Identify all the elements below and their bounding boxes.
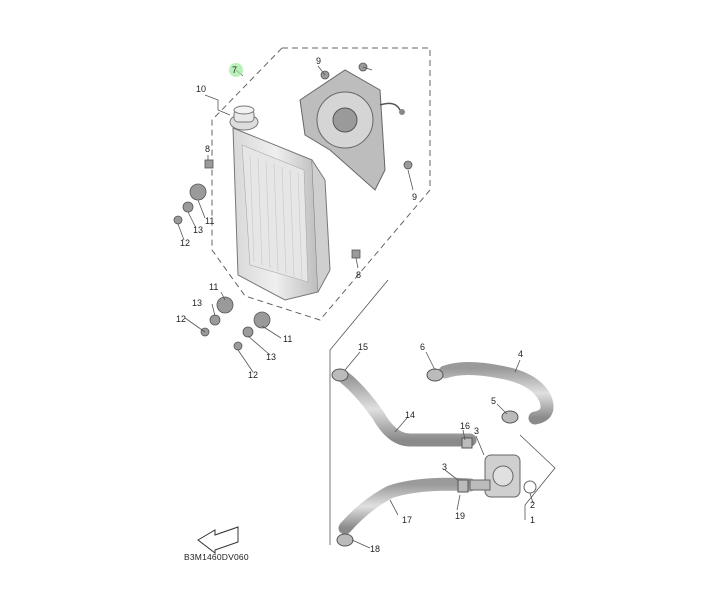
assembly-boundary: [211, 47, 431, 321]
callout-13b: 13: [192, 298, 202, 308]
callout-6: 6: [420, 342, 425, 352]
callout-19: 19: [455, 511, 465, 521]
callout-9a: 9: [316, 56, 321, 66]
callout-11c: 11: [283, 334, 292, 344]
callout-14: 14: [405, 410, 415, 420]
callout-15: 15: [358, 342, 368, 352]
thermostat-icon: [469, 454, 537, 498]
callout-12a: 12: [180, 238, 190, 248]
callout-8a: 8: [205, 144, 210, 154]
callout-11b: 11: [209, 282, 218, 292]
callout-17: 17: [402, 515, 412, 525]
callout-2: 2: [530, 500, 535, 510]
callout-5: 5: [491, 396, 496, 406]
hose-lower: [338, 477, 477, 535]
callout-12c: 12: [248, 370, 258, 380]
callout-11a: 11: [205, 216, 214, 226]
callout-13c: 13: [266, 352, 276, 362]
radiator-icon: [229, 105, 331, 301]
callout-9b: 9: [412, 192, 417, 202]
highlight-marker: [229, 63, 243, 77]
front-arrow-icon: [197, 526, 239, 555]
callout-1: 1: [530, 515, 535, 525]
leader-lines: [177, 65, 556, 549]
callout-16: 16: [460, 421, 470, 431]
callout-10: 10: [196, 84, 206, 94]
callout-4: 4: [518, 349, 523, 359]
callout-7: 7: [232, 65, 237, 75]
clamp-icon: [331, 368, 519, 547]
callout-13a: 13: [193, 225, 203, 235]
hose-upper: [438, 362, 554, 425]
drawing-code: B3M1460DV060: [184, 552, 249, 562]
callout-3a: 3: [474, 426, 479, 436]
callout-labels: 1 2 3 3 4 5 6 7 8 8 9 9 10 11 11 11 12 1…: [176, 56, 535, 554]
callout-18: 18: [370, 544, 380, 554]
callout-3b: 3: [442, 462, 447, 472]
callout-8b: 8: [356, 270, 361, 280]
hose-icon: [338, 371, 477, 447]
fan-shroud-icon: [299, 69, 405, 191]
callout-12b: 12: [176, 314, 186, 324]
